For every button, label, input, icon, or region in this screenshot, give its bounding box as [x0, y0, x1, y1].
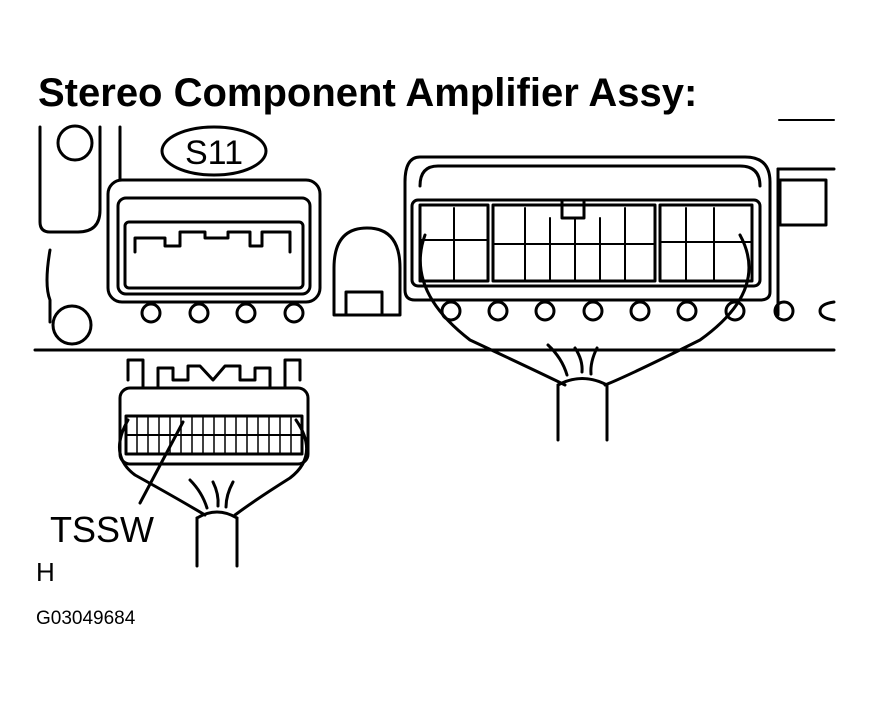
connector-tssw [118, 358, 310, 568]
tssw-leader-line [138, 420, 185, 505]
connector-s11: S11 [106, 125, 322, 304]
amplifier-housing [33, 124, 836, 352]
middle-latch [332, 226, 402, 317]
connector-label-s11: S11 [185, 134, 243, 172]
connector-right-large [403, 155, 836, 442]
figure-code: G03049684 [36, 608, 136, 629]
view-marker: H [36, 557, 55, 587]
connector-label-tssw: TSSW [50, 509, 154, 550]
diagram-title: Stereo Component Amplifier Assy: [38, 71, 697, 115]
